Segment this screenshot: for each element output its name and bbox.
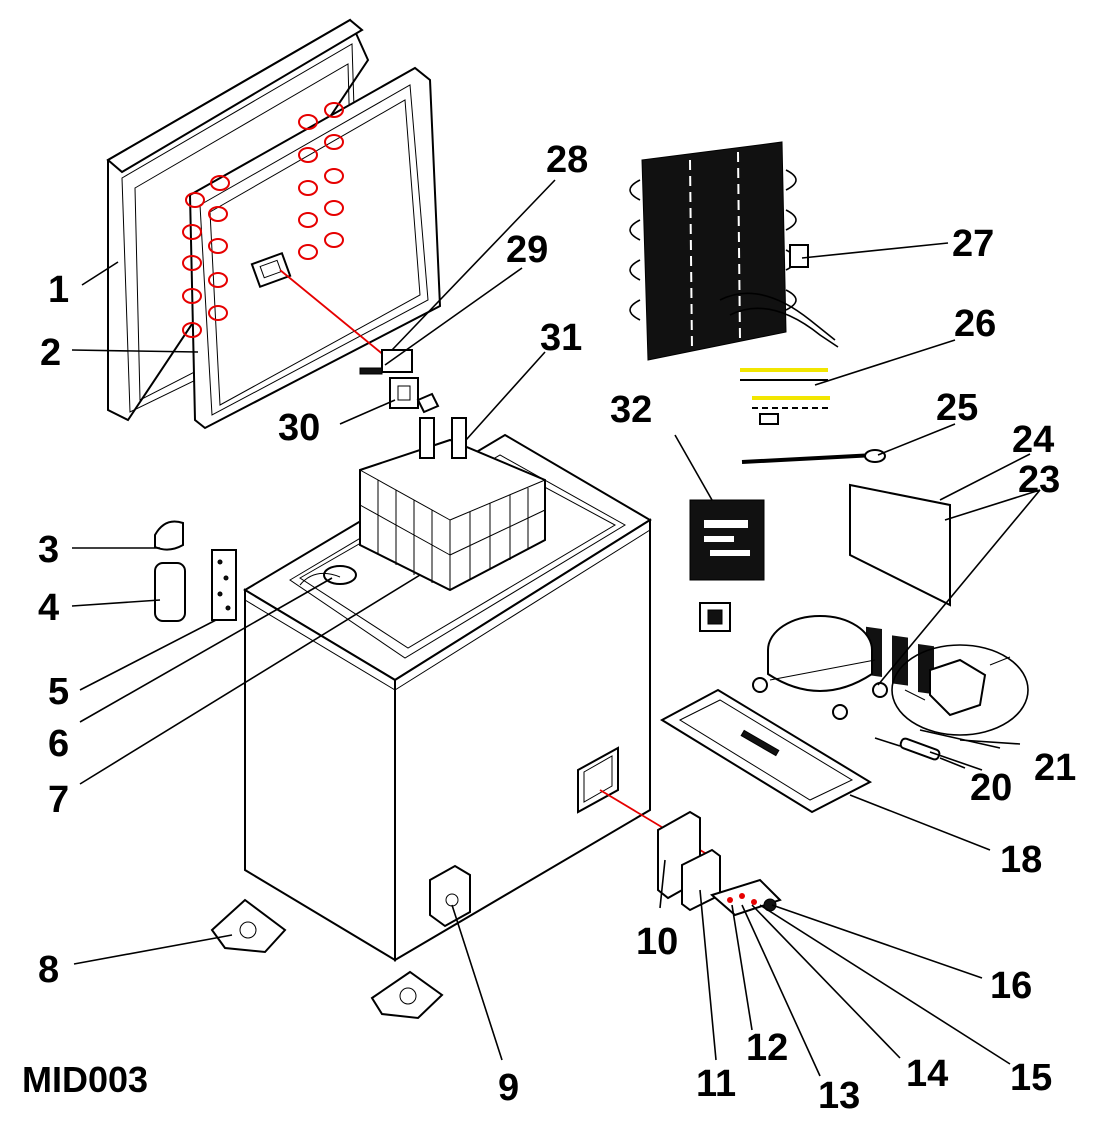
compressor [752,615,888,720]
leader-lines [71,179,1041,1077]
thermostat-knob-cap [154,520,184,551]
control-panel [689,499,765,632]
callout-27: 27 [952,223,994,265]
callout-numbers: 1 2 3 4 5 6 7 8 9 10 11 12 13 14 15 16 1… [38,139,1076,1117]
callout-6: 6 [48,723,69,765]
wiring-harness [740,368,830,425]
leveling-foot-front [210,898,287,954]
condenser-coil [629,141,839,361]
callout-2: 2 [40,332,61,374]
leveling-foot-rear [370,970,444,1020]
callout-11: 11 [696,1063,736,1105]
terminal-cover [657,810,721,912]
callout-10: 10 [636,921,678,963]
filter-drier [874,729,1001,769]
callout-5: 5 [48,671,69,713]
callout-7: 7 [48,779,69,821]
callout-26: 26 [954,303,996,345]
callout-31: 31 [540,317,582,359]
callout-12: 12 [746,1027,788,1069]
thermostat-knob [154,562,186,622]
callout-20: 20 [970,767,1012,809]
model-code: MID003 [22,1059,148,1100]
side-panel-plate [577,746,619,814]
lock-alignment-line [279,269,386,357]
callout-3: 3 [38,529,59,571]
callout-23: 23 [1018,459,1060,501]
callout-9: 9 [498,1067,519,1109]
hinge-assembly [359,349,440,414]
callout-21: 21 [1034,747,1076,789]
foot-bracket [429,864,471,928]
control-board [211,549,237,621]
callout-32: 32 [610,389,652,431]
compressor-base-plate [659,688,873,814]
callout-30: 30 [278,407,320,449]
compressor-relay-detail [891,644,1029,736]
wire-basket [359,417,546,592]
callout-24: 24 [1012,419,1054,461]
callout-18: 18 [1000,839,1042,881]
callout-28: 28 [546,139,588,181]
callout-4: 4 [38,587,59,629]
callout-8: 8 [38,949,59,991]
callout-14: 14 [906,1053,948,1095]
callout-13: 13 [818,1075,860,1117]
callout-15: 15 [1010,1057,1052,1099]
cabinet-liner [299,565,357,586]
callout-16: 16 [990,965,1032,1007]
callout-1: 1 [48,269,69,311]
lid-lock-recess [250,251,292,289]
lid-seal-marks [182,102,344,338]
callout-29: 29 [506,229,548,271]
callout-25: 25 [936,387,978,429]
capillary-tube [741,449,886,464]
terminal-block [709,878,782,917]
